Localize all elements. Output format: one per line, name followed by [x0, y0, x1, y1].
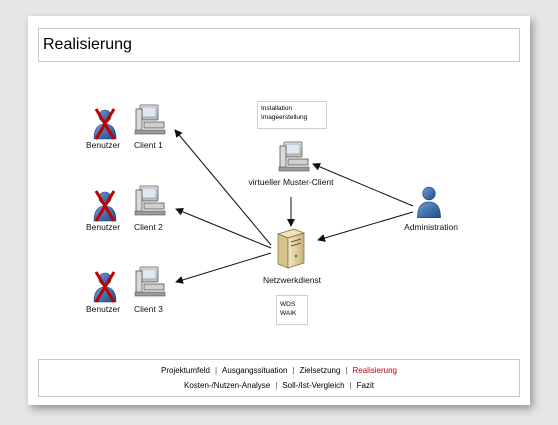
nav-separator: |: [349, 381, 352, 390]
server-icon: [276, 228, 306, 269]
note-install-line-1: Installation: [261, 105, 293, 112]
nav-row-2: Kosten-/Nutzen-Analyse | Soll-/Ist-Verglei…: [39, 381, 519, 390]
arrow-server-client3: [175, 252, 272, 284]
network-diagram: Benutzer Client 1 Benutzer Client 2 Benu…: [86, 104, 458, 314]
server-label: Netzwerkdienst: [263, 275, 322, 285]
client-computer-icon: [134, 104, 166, 135]
title-box: Realisierung: [38, 28, 520, 62]
note-tools: WDS WAIK: [276, 295, 308, 325]
master-client-label: virtueller Muster-Client: [248, 177, 334, 187]
note-install: Installation Imageerstellung: [257, 101, 327, 129]
arrow-server-client2: [175, 207, 272, 249]
nav-separator: |: [214, 366, 218, 375]
client-label-3: Client 3: [134, 304, 163, 314]
client-computer-icon: [134, 185, 166, 216]
slide: Realisierung: [28, 16, 530, 405]
nav-item-kosten-nutzen-analyse[interactable]: Kosten-/Nutzen-Analyse: [183, 381, 271, 390]
arrow-server-client1: [174, 129, 272, 246]
admin-label: Administration: [404, 222, 458, 232]
nav-row-1: Projektumfeld | Ausgangssituation | Zielsetz…: [39, 366, 519, 375]
client-computer-icon: [134, 266, 166, 297]
master-client-computer-icon: [278, 141, 310, 172]
admin-icon: [417, 186, 441, 219]
user-label-3: Benutzer: [86, 304, 120, 314]
nav-item-soll-ist-vergleich[interactable]: Soll-/Ist-Vergleich: [282, 381, 345, 390]
note-tools-line-1: WDS: [280, 301, 296, 308]
user-label-1: Benutzer: [86, 140, 120, 150]
nav-item-zielsetzung[interactable]: Zielsetzung: [299, 366, 341, 375]
nav-item-fazit[interactable]: Fazit: [356, 381, 374, 390]
nav-item-ausgangssituation[interactable]: Ausgangssituation: [222, 366, 288, 375]
nav-separator: |: [275, 381, 278, 390]
nav-item-realisierung[interactable]: Realisierung: [352, 366, 397, 375]
section-navigation: Projektumfeld | Ausgangssituation | Zielsetz…: [38, 359, 520, 397]
client-label-1: Client 1: [134, 140, 163, 150]
arrow-admin-server: [317, 211, 414, 242]
nav-item-projektumfeld[interactable]: Projektumfeld: [161, 366, 210, 375]
nav-separator: |: [345, 366, 348, 375]
user-label-2: Benutzer: [86, 222, 120, 232]
arrow-admin-master: [312, 163, 414, 207]
client-label-2: Client 2: [134, 222, 163, 232]
slide-title: Realisierung: [43, 36, 132, 53]
note-tools-line-2: WAIK: [280, 310, 297, 317]
note-install-line-2: Imageerstellung: [261, 114, 308, 121]
nav-separator: |: [292, 366, 295, 375]
